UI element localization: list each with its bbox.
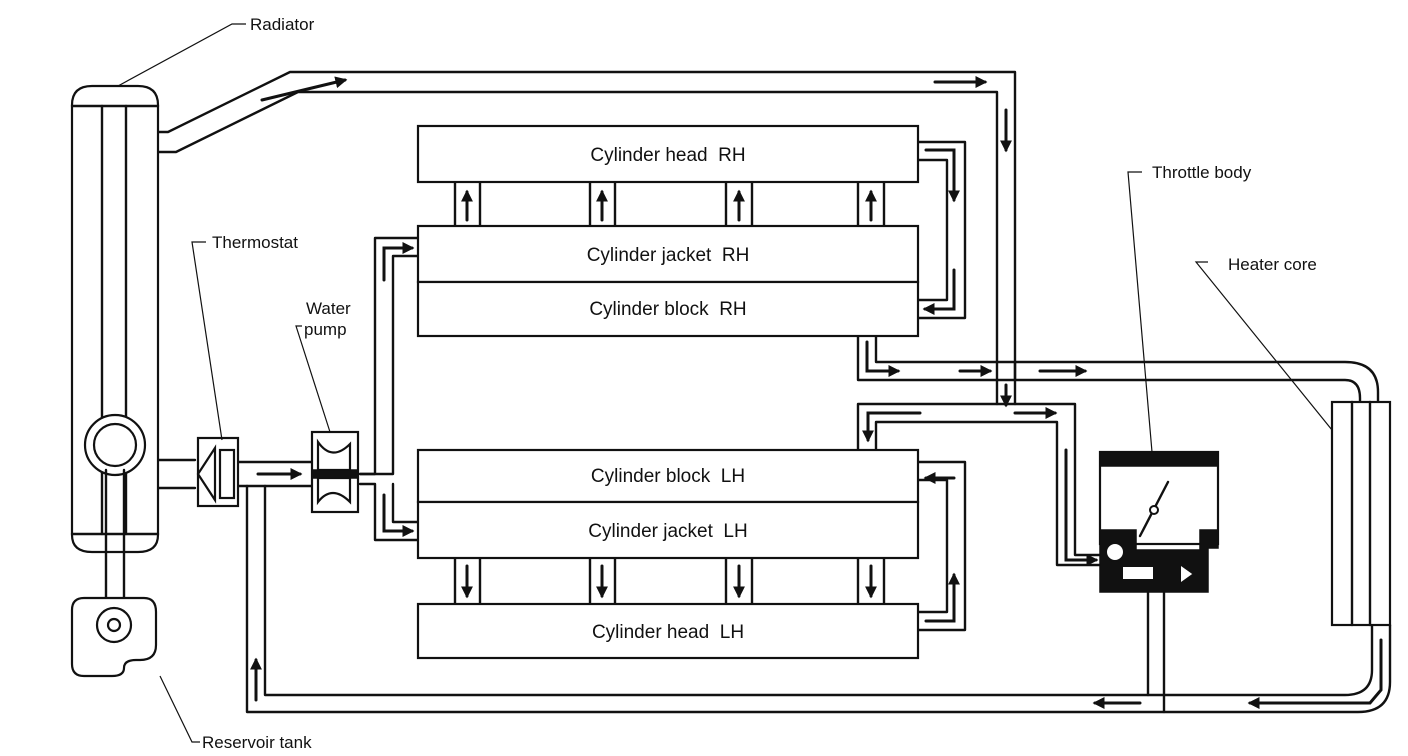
rh-riser-pipes <box>453 180 886 228</box>
cylinder-head-lh <box>416 602 920 660</box>
cylinder-jacket-rh <box>416 224 920 284</box>
water-pump <box>310 430 360 514</box>
block-rh-outlet-pipe-inner <box>874 334 1017 364</box>
radiator-label: Radiator <box>250 15 315 34</box>
water-pump-label-line2: pump <box>304 320 347 339</box>
throttle-return-pipe <box>1146 588 1166 714</box>
block-lh-outlet-pipe-inner <box>874 420 1102 567</box>
throttle-body-label: Throttle body <box>1152 163 1252 182</box>
heater-supply-pipe <box>1013 360 1380 404</box>
thermostat-line <box>154 458 314 490</box>
cylinder-head-lh-label: Cylinder head LH <box>592 622 744 643</box>
reservoir-tank <box>70 596 158 678</box>
bottom-return-pipe-inner <box>263 484 1374 697</box>
component-labels: Radiator Thermostat Water pump Reservoir… <box>202 15 1317 752</box>
cylinder-jacket-lh <box>416 500 920 560</box>
cylinder-head-rh <box>416 124 920 184</box>
leader-lines <box>117 23 1333 743</box>
cylinder-block-rh-label: Cylinder block RH <box>589 299 746 320</box>
heater-core <box>1330 400 1392 627</box>
pump-to-rh-pipe-inner <box>358 254 420 476</box>
flow-arrows <box>250 76 1383 709</box>
pipes <box>154 70 1392 714</box>
water-pump-label-line1: Water <box>306 299 351 318</box>
pump-to-lh-pipe <box>358 482 420 542</box>
radiator-outlet-pipe <box>156 70 1017 382</box>
bottom-return-pipe <box>245 484 1392 714</box>
cylinder-jacket-rh-label: Cylinder jacket RH <box>587 245 750 266</box>
cylinder-jacket-lh-label: Cylinder jacket LH <box>588 521 747 542</box>
thermostat <box>196 436 240 508</box>
heater-supply-pipe-inner <box>1013 378 1362 404</box>
thermostat-label: Thermostat <box>212 233 298 252</box>
head-rh-return-pipe-inner <box>916 158 949 302</box>
block-lh-outlet-pipe <box>856 402 1102 557</box>
pump-to-rh-pipe <box>358 236 420 476</box>
head-rh-return-pipe <box>916 140 967 320</box>
cylinder-head-rh-label: Cylinder head RH <box>590 145 745 166</box>
block-rh-outlet-pipe <box>856 334 1017 382</box>
throttle-body <box>1098 450 1220 593</box>
cylinder-block-lh <box>416 448 920 504</box>
radiator <box>70 84 160 627</box>
head-lh-return-pipe <box>916 460 967 632</box>
engine-blocks: Cylinder head RH Cylinder jacket RH Cyli… <box>416 124 920 660</box>
cylinder-block-rh <box>416 280 920 338</box>
pump-to-lh-pipe-inner <box>391 482 420 524</box>
center-drop-pipe <box>995 378 1017 406</box>
heater-core-label: Heater core <box>1228 255 1317 274</box>
lh-riser-pipes <box>453 556 886 606</box>
head-lh-return-pipe-inner <box>916 478 949 614</box>
reservoir-tank-label: Reservoir tank <box>202 733 312 752</box>
cylinder-block-lh-label: Cylinder block LH <box>591 466 745 487</box>
